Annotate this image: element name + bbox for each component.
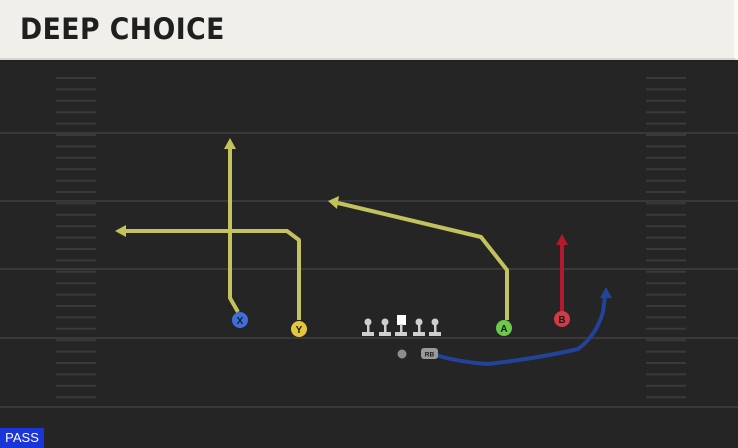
play-header: DEEP CHOICE [0, 0, 738, 60]
player-x-label: X [237, 316, 244, 327]
route-x [224, 138, 240, 313]
route-rb [434, 287, 612, 366]
player-a[interactable]: A [496, 320, 512, 336]
route-b [556, 234, 568, 312]
player-b-label: B [558, 315, 565, 326]
lineman-rt [429, 318, 441, 336]
offensive-line [362, 315, 441, 336]
player-x[interactable]: X [232, 312, 248, 328]
player-rb-label: RB [425, 352, 435, 359]
player-rb[interactable]: RB [421, 348, 438, 359]
player-a-label: A [500, 324, 507, 335]
play-title: DEEP CHOICE [20, 12, 225, 46]
player-y[interactable]: Y [291, 321, 307, 337]
player-b[interactable]: B [554, 311, 570, 327]
route-y [115, 225, 301, 320]
player-y-label: Y [296, 325, 303, 336]
football-field [0, 62, 738, 448]
lineman-lt [362, 318, 374, 336]
hash-marks [56, 77, 686, 399]
route-a [328, 196, 509, 320]
play-type-badge: PASS [0, 428, 44, 448]
quarterback [397, 349, 407, 359]
yard-lines [0, 132, 738, 408]
lineman-rg [413, 318, 425, 336]
lineman-center [395, 315, 407, 336]
lineman-lg [379, 318, 391, 336]
